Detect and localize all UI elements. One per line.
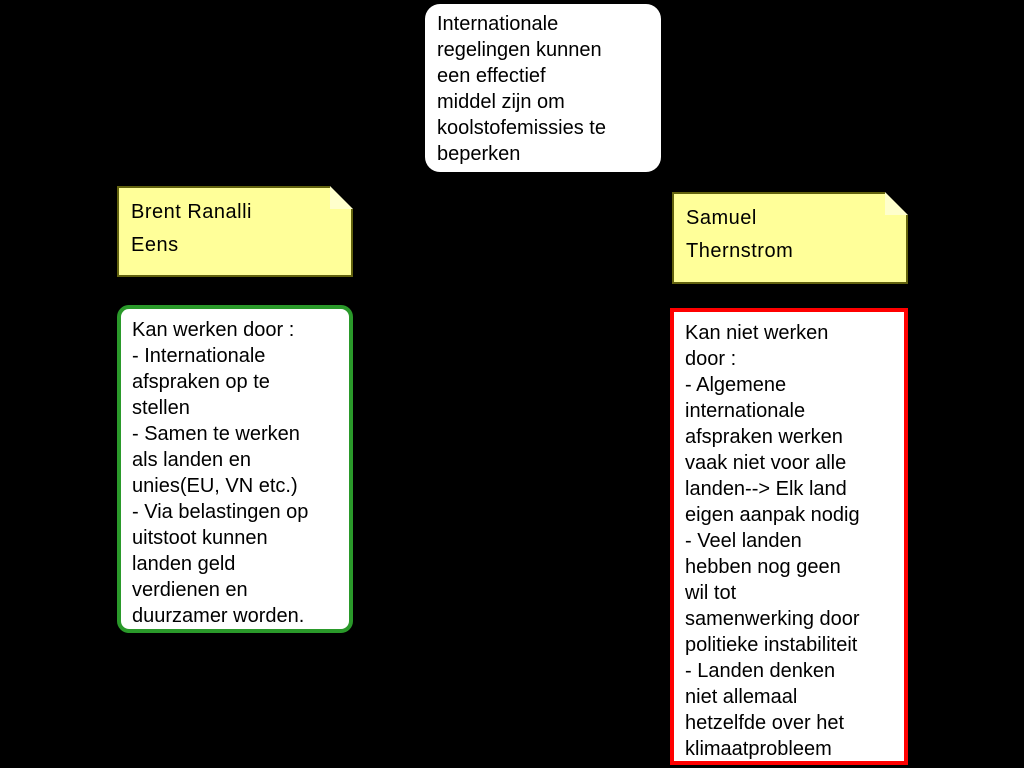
claim-statement-text: Internationale regelingen kunnen een eff… <box>437 13 606 165</box>
author-note-right-text: Samuel Thernstrom <box>686 207 794 262</box>
pro-argument-box[interactable]: Kan werken door : - Internationale afspr… <box>117 305 353 633</box>
pro-argument-text: Kan werken door : - Internationale afspr… <box>132 319 309 627</box>
author-note-left[interactable]: Brent Ranalli Eens <box>117 186 353 277</box>
con-argument-text: Kan niet werken door : - Algemene intern… <box>685 322 860 760</box>
author-note-right[interactable]: Samuel Thernstrom <box>672 192 908 284</box>
con-argument-box[interactable]: Kan niet werken door : - Algemene intern… <box>670 308 908 765</box>
folded-corner-icon <box>885 192 908 215</box>
author-note-left-text: Brent Ranalli Eens <box>131 201 253 256</box>
claim-statement-box[interactable]: Internationale regelingen kunnen een eff… <box>425 4 661 172</box>
folded-corner-icon <box>330 186 353 209</box>
